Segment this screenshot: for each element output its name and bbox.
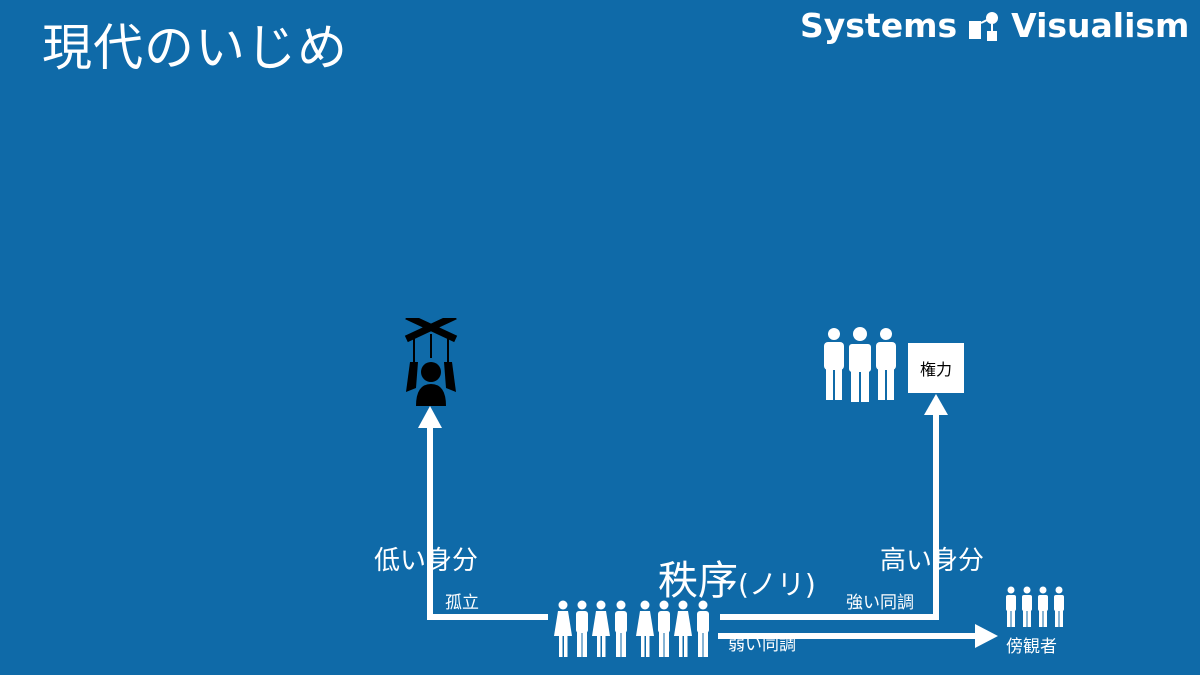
brand-left-text: Systems [800,6,958,45]
conformity-path [720,412,939,620]
isolation-path [427,425,548,620]
crowd-icon [554,600,709,657]
high-status-label: 高い身分 [880,546,985,576]
systems-visualism-logo-icon [969,11,999,41]
right-arrowhead [924,394,948,415]
brand-logo: Systems Visualism [800,6,1189,45]
bystanders-icon [1006,586,1064,627]
order-label-group: 秩序(ノリ) [658,548,816,606]
bystander-label: 傍観者 [1006,637,1057,657]
page-title: 現代のいじめ [42,19,348,77]
strong-conformity-label: 強い同調 [846,593,914,613]
weak-arrowhead [975,624,998,648]
low-status-label: 低い身分 [374,546,479,576]
order-sub-label: (ノリ) [738,568,816,601]
group-icon [824,327,896,402]
power-box: 権力 [908,343,964,393]
brand-right-text: Visualism [1011,6,1190,45]
weak-conformity-label: 弱い同調 [728,635,796,655]
puppet-icon [404,318,458,406]
order-label: 秩序 [658,558,738,604]
power-label: 権力 [919,360,952,379]
isolation-label: 孤立 [445,593,479,613]
left-arrowhead [418,406,442,428]
